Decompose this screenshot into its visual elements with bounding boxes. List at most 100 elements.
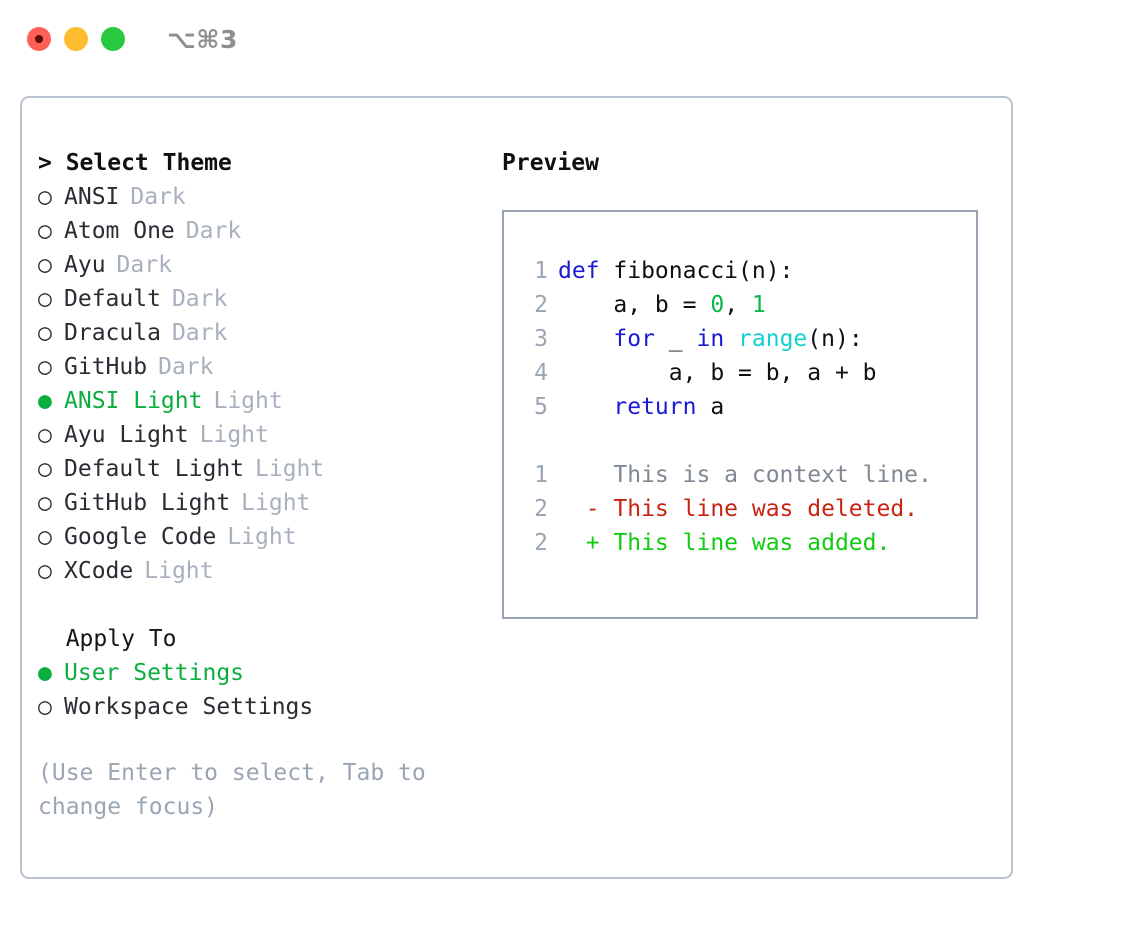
- code-line-number: 2: [534, 292, 548, 318]
- apply-to-option[interactable]: ● User Settings: [38, 656, 508, 690]
- diff-sample: 1 This is a context line.2 - This line w…: [522, 458, 976, 560]
- preview-spacer: [522, 424, 976, 458]
- apply-to-heading: Apply To: [38, 626, 177, 652]
- code-token-plain: ,: [724, 292, 752, 318]
- code-token-plain: a: [696, 394, 725, 420]
- diff-line-deleted: 2 - This line was deleted.: [522, 492, 976, 526]
- theme-option[interactable]: ○ Dracula Dark: [38, 316, 508, 350]
- theme-option-label: Default Light: [64, 456, 245, 482]
- apply-to-option-label: Workspace Settings: [64, 694, 314, 720]
- code-line: 2 a, b = 0, 1: [522, 288, 976, 322]
- theme-variant-badge: Light: [144, 558, 214, 584]
- diff-line-number: 1: [534, 462, 548, 488]
- theme-variant-badge: Dark: [130, 184, 186, 210]
- theme-option-label: XCode: [64, 558, 134, 584]
- maximize-window-button[interactable]: [101, 27, 125, 51]
- code-token-kw: in: [696, 326, 725, 352]
- theme-variant-badge: Dark: [171, 286, 228, 312]
- theme-option[interactable]: ○ Atom One Dark: [38, 214, 508, 248]
- code-token-kw: return: [613, 394, 697, 420]
- theme-option-label: GitHub: [64, 354, 148, 380]
- code-token-kw: for: [613, 326, 655, 352]
- apply-to-option[interactable]: ○Workspace Settings: [38, 690, 508, 724]
- code-token-num: 0: [710, 292, 725, 318]
- theme-option-label: Default: [64, 286, 161, 312]
- theme-option-label: Atom One: [64, 218, 175, 244]
- radio-unselected-icon: ○: [38, 184, 52, 210]
- diff-marker: -: [558, 496, 614, 522]
- minimize-window-button[interactable]: [64, 27, 88, 51]
- close-window-button[interactable]: [27, 27, 51, 51]
- theme-variant-badge: Dark: [171, 320, 228, 346]
- theme-option[interactable]: ○ Default Dark: [38, 282, 508, 316]
- select-theme-heading: > Select Theme: [38, 150, 232, 176]
- theme-variant-badge: Light: [241, 490, 311, 516]
- diff-line-added: 2 + This line was added.: [522, 526, 976, 560]
- code-line: 3 for _ in range(n):: [522, 322, 976, 356]
- radio-unselected-icon: ○: [38, 490, 52, 516]
- code-token-plain: [558, 394, 613, 420]
- code-token-fn: range: [738, 326, 808, 352]
- radio-unselected-icon: ○: [38, 286, 52, 312]
- radio-selected-icon: ●: [38, 660, 52, 686]
- code-token-plain: fibonacci(n):: [613, 258, 794, 284]
- radio-unselected-icon: ○: [38, 524, 52, 550]
- theme-option-label: Dracula: [64, 320, 161, 346]
- radio-selected-icon: ●: [38, 388, 52, 414]
- theme-option-label: Ayu: [64, 252, 106, 278]
- list-spacer: [38, 588, 508, 622]
- code-line: 1 def fibonacci(n):: [522, 254, 976, 288]
- keyboard-hint-text: (Use Enter to select, Tab to change focu…: [38, 760, 426, 820]
- code-token-plain: a, b =: [558, 292, 711, 318]
- radio-unselected-icon: ○: [38, 558, 52, 584]
- code-token-plain: (n):: [807, 326, 863, 352]
- diff-line-number: 2: [534, 530, 548, 556]
- theme-option-label: Google Code: [64, 524, 217, 550]
- code-token-plain: _: [654, 326, 697, 352]
- code-line-number: 5: [534, 394, 548, 420]
- diff-marker: +: [558, 530, 614, 556]
- apply-to-list[interactable]: ● User Settings ○Workspace Settings: [38, 656, 508, 724]
- radio-unselected-icon: ○: [38, 218, 52, 244]
- radio-unselected-icon: ○: [38, 320, 52, 346]
- radio-unselected-icon: ○: [38, 456, 52, 482]
- theme-variant-badge: Dark: [158, 354, 214, 380]
- theme-variant-badge: Dark: [185, 218, 242, 244]
- code-token-plain: a, b = b, a + b: [558, 360, 877, 386]
- diff-line-number: 2: [534, 496, 548, 522]
- code-line-number: 1: [534, 258, 548, 284]
- theme-option[interactable]: ● ANSI Light Light: [38, 384, 508, 418]
- theme-variant-badge: Light: [199, 422, 269, 448]
- code-token-plain: [558, 326, 613, 352]
- code-token-kw: def: [558, 258, 614, 284]
- code-token-plain: [724, 326, 738, 352]
- title-bar: ⌥⌘3: [0, 0, 1140, 78]
- theme-variant-badge: Light: [213, 388, 283, 414]
- diff-marker: [558, 462, 613, 488]
- keyboard-shortcut-label: ⌥⌘3: [167, 24, 238, 54]
- theme-option[interactable]: ○ XCode Light: [38, 554, 508, 588]
- code-line: 4 a, b = b, a + b: [522, 356, 976, 390]
- radio-unselected-icon: ○: [38, 422, 52, 448]
- diff-line-text: This line was deleted.: [613, 496, 919, 522]
- code-line-number: 3: [534, 326, 548, 352]
- diff-line-context: 1 This is a context line.: [522, 458, 976, 492]
- diff-line-text: This is a context line.: [613, 462, 932, 488]
- theme-option-label: ANSI Light: [64, 388, 203, 414]
- code-token-num: 1: [751, 292, 766, 318]
- diff-line-text: This line was added.: [613, 530, 891, 556]
- apply-to-option-label: User Settings: [64, 660, 245, 686]
